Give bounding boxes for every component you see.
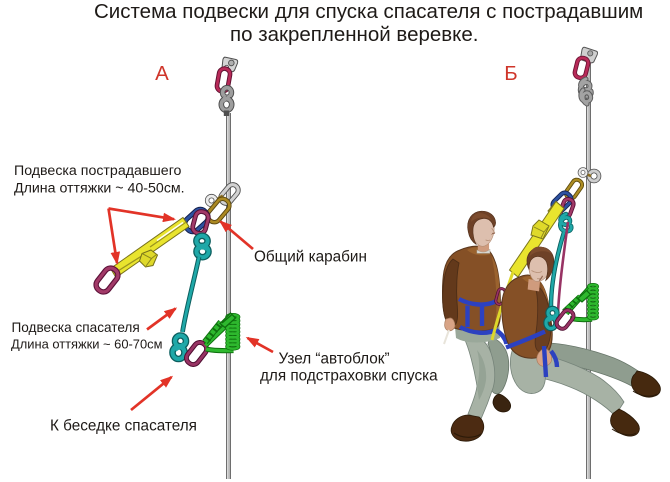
svg-text:Подвеска пострадавшего: Подвеска пострадавшего [14, 163, 182, 179]
svg-text:Узел “автоблок”: Узел “автоблок” [279, 351, 390, 368]
svg-text:Длина оттяжки ~ 60-70см: Длина оттяжки ~ 60-70см [11, 336, 162, 351]
svg-text:Длина оттяжки ~ 40-50см.: Длина оттяжки ~ 40-50см. [14, 181, 185, 197]
svg-text:для подстраховки спуска: для подстраховки спуска [260, 368, 438, 385]
svg-text:Система подвески для спуска сп: Система подвески для спуска спасателя с … [94, 0, 643, 23]
svg-text:А: А [155, 62, 169, 85]
svg-text:Подвеска спасателя: Подвеска спасателя [12, 320, 140, 335]
svg-text:К беседке спасателя: К беседке спасателя [50, 418, 197, 435]
svg-text:Общий карабин: Общий карабин [254, 249, 367, 266]
svg-text:Б: Б [504, 62, 517, 85]
svg-text:по закрепленной веревке.: по закрепленной веревке. [230, 23, 478, 46]
